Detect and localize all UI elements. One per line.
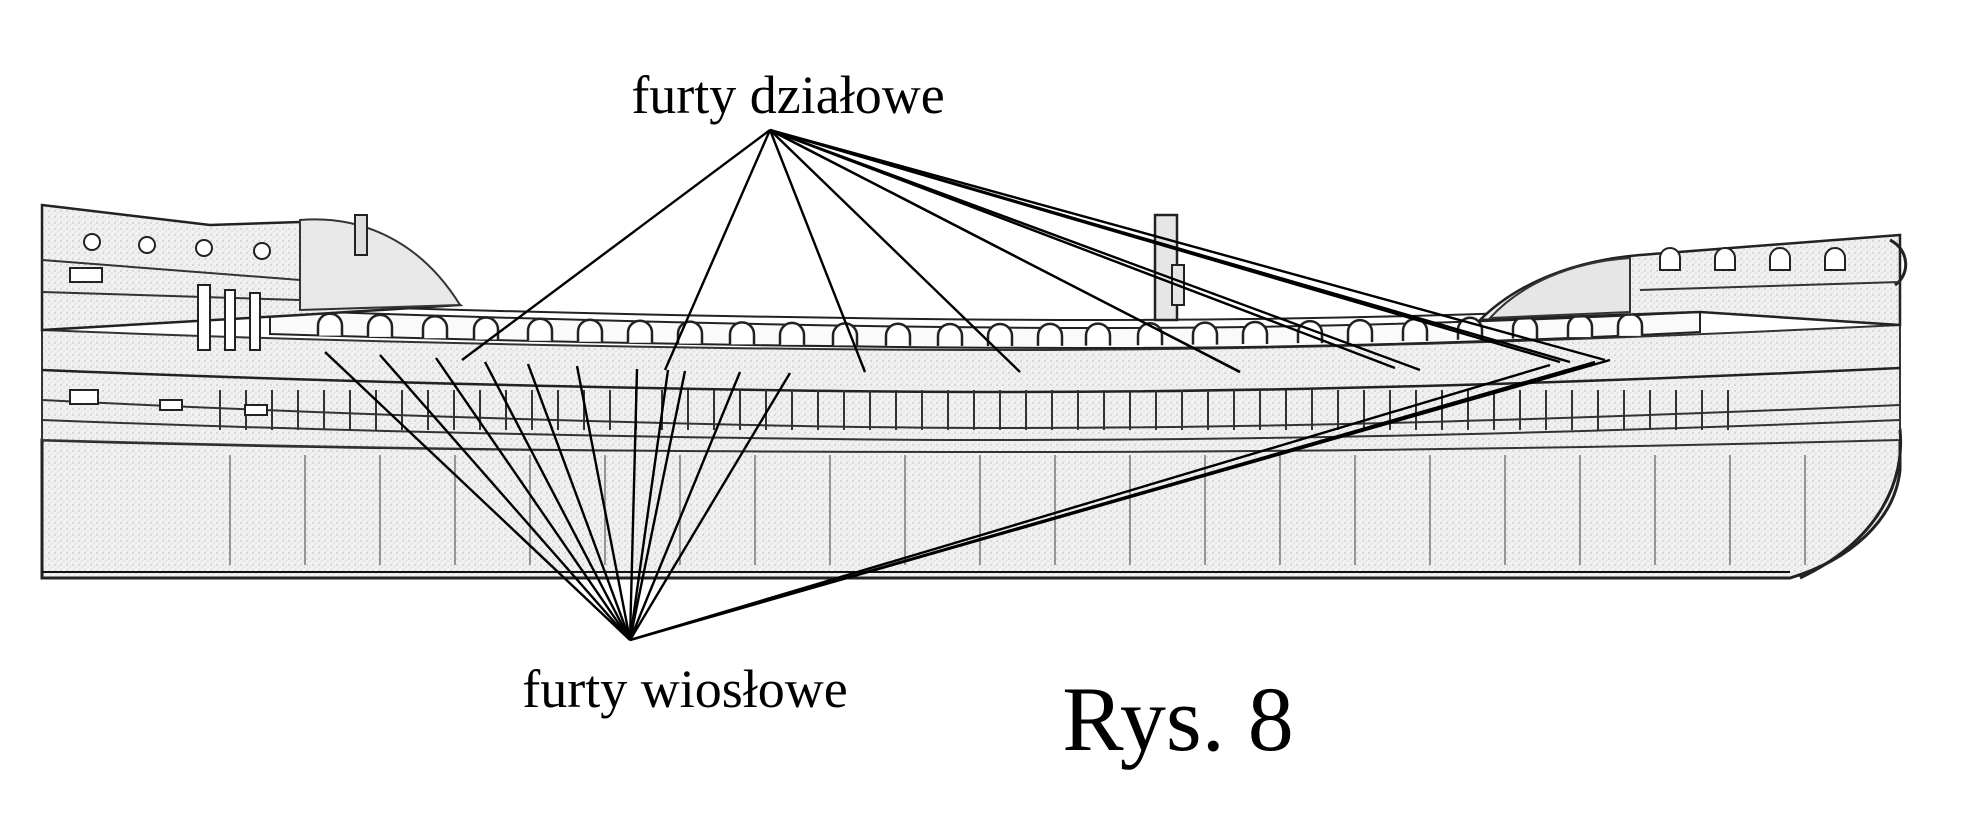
oar-port-leader	[379, 354, 631, 641]
gun-port	[936, 322, 964, 346]
stern-canopy	[299, 218, 462, 312]
gun-port	[366, 313, 394, 337]
stern-portholes	[83, 233, 271, 260]
figure-caption: Rys. 8	[1062, 668, 1293, 770]
oar-ports-label: furty wiosłowe	[522, 659, 847, 719]
gun-ports-label: furty działowe	[631, 65, 944, 125]
stern-window-4	[244, 404, 268, 416]
bow-arch	[1824, 247, 1846, 271]
gun-port	[576, 318, 604, 342]
stern-column-2	[224, 289, 236, 351]
bow-arch	[1659, 247, 1681, 271]
bow-arch	[1769, 247, 1791, 271]
gun-port	[884, 322, 912, 346]
oar-port-leader	[526, 363, 632, 641]
stern-window-3	[159, 399, 183, 411]
oar-port-leader	[628, 370, 687, 641]
gun-port	[472, 316, 500, 340]
gun-port	[728, 321, 756, 345]
gun-port	[1191, 321, 1219, 345]
gun-port	[316, 312, 344, 336]
gun-port	[1566, 313, 1594, 338]
oar-port-leader	[628, 369, 670, 641]
stern-window-2	[69, 389, 99, 405]
stern-window-1	[69, 267, 103, 283]
oar-port-leader	[628, 372, 792, 641]
gun-port	[986, 322, 1014, 346]
gun-port-leader	[769, 128, 1396, 370]
bow-arch	[1714, 247, 1736, 271]
gun-port-leader	[663, 129, 772, 371]
gun-port	[526, 317, 554, 341]
stern-porthole	[253, 242, 271, 260]
oar-port-leader	[435, 357, 631, 641]
gun-port-leader-lines	[461, 128, 1606, 374]
gun-port	[1616, 312, 1644, 336]
bow-stem	[1799, 429, 1903, 580]
stern-porthole	[83, 233, 101, 251]
gun-port-leader	[769, 129, 1021, 373]
gun-port	[421, 315, 449, 339]
oar-port-leader	[575, 365, 632, 641]
gun-port	[778, 321, 806, 345]
gun-port-leader	[768, 129, 867, 373]
gun-port	[1084, 322, 1112, 346]
oar-port-posts	[219, 390, 1729, 430]
bow-canopy	[1487, 256, 1631, 320]
stern-porthole	[138, 236, 156, 254]
bow-rail	[1639, 281, 1901, 291]
gun-port-leader	[769, 128, 1606, 362]
bow-arches	[1659, 247, 1846, 271]
stern-column-1	[197, 284, 211, 351]
oar-port-leader-lines	[324, 351, 1611, 642]
oar-port-leader	[324, 351, 631, 641]
gun-port	[1346, 318, 1374, 343]
stern-post	[354, 214, 368, 256]
gun-port	[626, 319, 654, 343]
oar-port-leader	[628, 368, 639, 641]
gun-ports	[316, 312, 1644, 346]
oar-port-leader	[628, 371, 742, 641]
wale-3	[41, 419, 1901, 442]
oar-port-leader	[629, 358, 1611, 642]
hull-ribs	[229, 455, 1806, 565]
gun-port-leader	[461, 129, 771, 361]
stern-porthole	[195, 239, 213, 257]
gun-port	[1036, 322, 1064, 346]
oar-port-leader	[629, 363, 1551, 642]
gun-port-leader	[769, 128, 1241, 374]
stern-column-3	[249, 292, 261, 351]
oar-port-leader	[483, 361, 632, 641]
gun-port	[1241, 320, 1269, 344]
gun-port-leader	[769, 128, 1571, 364]
stern-rail-1	[41, 259, 301, 281]
